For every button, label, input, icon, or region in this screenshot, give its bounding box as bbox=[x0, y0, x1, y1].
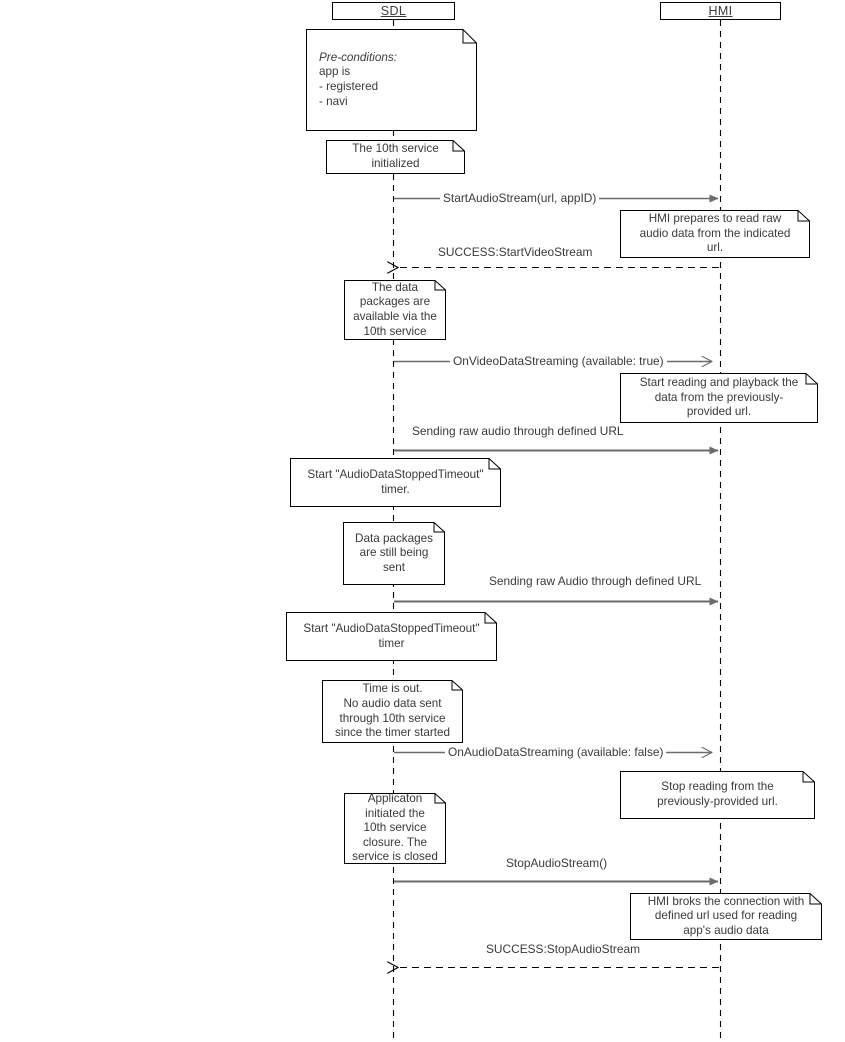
note-line: Time is out. bbox=[362, 682, 423, 696]
note-line: initialized bbox=[371, 157, 420, 170]
note-hmi-prepares: HMI prepares to read raw audio data from… bbox=[620, 210, 810, 258]
message-label-on-audio-data-streaming: OnAudioDataStreaming (available: false) bbox=[445, 745, 667, 759]
note-line: Stop reading from the bbox=[661, 780, 774, 794]
note-line: The 10th service bbox=[352, 142, 439, 156]
note-start-timer-1: Start "AudioDataStoppedTimeout" timer. bbox=[290, 458, 501, 507]
participant-sdl[interactable]: SDL bbox=[332, 2, 455, 20]
note-line: app's audio data bbox=[683, 923, 769, 937]
note-start-reading-playback: Start reading and playback the data from… bbox=[620, 373, 818, 423]
note-line: sent bbox=[382, 560, 406, 574]
note-data-packages-still-sent: Data packages are still being sent bbox=[343, 522, 445, 585]
note-line: audio data from the indicated bbox=[639, 226, 791, 240]
note-line: closure. The bbox=[362, 835, 428, 849]
note-line: packages are bbox=[359, 295, 431, 309]
note-line: The data bbox=[371, 280, 419, 294]
note-data-packages-available: The data packages are available via the … bbox=[344, 280, 446, 340]
message-label-on-video-data-streaming: OnVideoDataStreaming (available: true) bbox=[450, 354, 667, 368]
note-line: timer bbox=[378, 636, 405, 650]
note-app-initiated-closure: Applicaton initiated the 10th service cl… bbox=[344, 792, 446, 864]
note-line: data from the previously- bbox=[654, 390, 784, 404]
message-label-success-start-video-stream: SUCCESS:StartVideoStream bbox=[438, 245, 593, 259]
note-line: 10th service bbox=[363, 324, 427, 338]
note-line: available via the bbox=[353, 310, 437, 323]
note-line: through 10th service bbox=[339, 711, 446, 725]
note-line: No audio data sent bbox=[343, 696, 442, 710]
note-line: Applicaton bbox=[367, 792, 423, 806]
note-line: Pre-conditions: bbox=[319, 50, 397, 64]
note-line: are still being bbox=[359, 546, 429, 560]
participant-sdl-label: SDL bbox=[380, 4, 407, 18]
note-line: - registered bbox=[319, 80, 379, 93]
note-line: initiated the bbox=[365, 806, 425, 820]
message-label-sending-raw-audio-1: Sending raw audio through defined URL bbox=[412, 424, 624, 438]
note-line: Start reading and playback the bbox=[639, 376, 799, 390]
note-line: - navi bbox=[319, 94, 348, 108]
note-time-is-out: Time is out. No audio data sent through … bbox=[322, 680, 463, 743]
message-label-start-audio-stream: StartAudioStream(url, appID) bbox=[440, 191, 600, 205]
note-start-timer-2: Start "AudioDataStoppedTimeout" timer bbox=[286, 612, 497, 661]
participant-hmi-label: HMI bbox=[708, 4, 733, 18]
note-line: url. bbox=[706, 241, 724, 255]
note-line: since the timer started bbox=[335, 726, 450, 740]
message-label-sending-raw-audio-2: Sending raw Audio through defined URL bbox=[489, 574, 702, 588]
note-hmi-broks-connection: HMI broks the connection with defined ur… bbox=[630, 893, 822, 940]
note-line: timer. bbox=[381, 482, 410, 496]
note-line: defined url used for reading bbox=[654, 909, 798, 923]
note-line: HMI broks the connection with bbox=[647, 894, 805, 908]
note-tenth-service-initialized: The 10th service initialized bbox=[326, 140, 465, 174]
note-line: Data packages bbox=[355, 531, 433, 545]
participant-hmi[interactable]: HMI bbox=[660, 2, 781, 20]
note-line: HMI prepares to read raw bbox=[648, 212, 782, 226]
note-line: Start "AudioDataStoppedTimeout" bbox=[307, 467, 484, 481]
note-line: app is bbox=[319, 65, 351, 79]
note-stop-reading: Stop reading from the previously-provide… bbox=[620, 771, 815, 819]
note-preconditions: Pre-conditions: app is - registered - na… bbox=[306, 29, 477, 131]
message-label-stop-audio-stream: StopAudioStream() bbox=[506, 856, 608, 870]
note-line: service is closed bbox=[352, 850, 438, 864]
note-line: provided url. bbox=[686, 405, 752, 419]
note-line: 10th service bbox=[363, 821, 427, 835]
message-label-success-stop-audio-stream: SUCCESS:StopAudioStream bbox=[486, 942, 640, 956]
note-line: Start "AudioDataStoppedTimeout" bbox=[303, 621, 480, 635]
note-line: previously-provided url. bbox=[657, 795, 778, 808]
